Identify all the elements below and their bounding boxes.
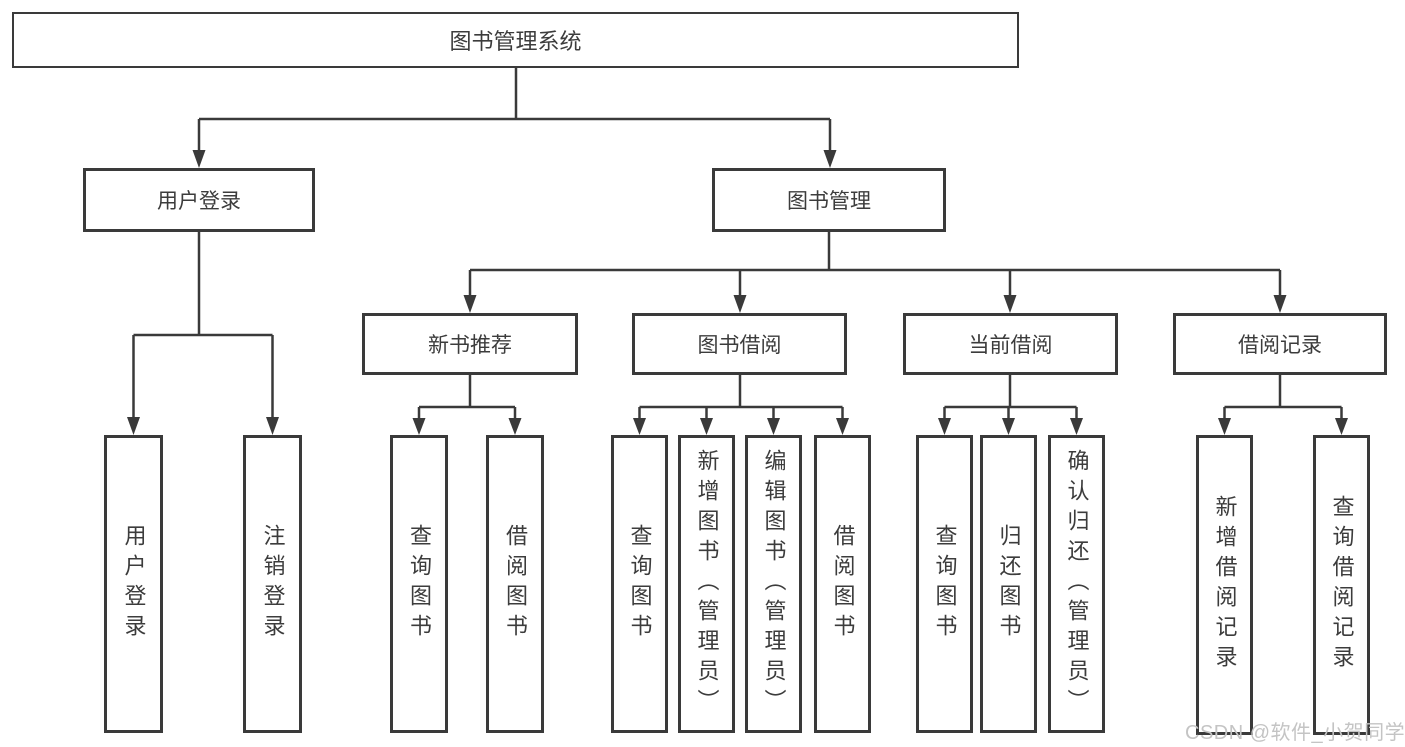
leaf-label: 查询图书 — [932, 524, 958, 644]
node-library-management-system: 图书管理系统 — [12, 12, 1019, 68]
leaf-label: 编辑图书（管理员） — [761, 449, 787, 719]
leaf-label: 确认归还（管理员） — [1064, 449, 1090, 719]
node-user-login: 用户登录 — [83, 168, 315, 232]
node-borrowing-records: 借阅记录 — [1173, 313, 1387, 375]
leaf-query-books-recommend: 查询图书 — [390, 435, 448, 733]
node-label: 当前借阅 — [968, 334, 1053, 357]
node-label: 新书推荐 — [428, 334, 512, 357]
csdn-watermark: CSDN @软件_小贺同学 — [1185, 722, 1405, 744]
node-new-book-recommendation: 新书推荐 — [362, 313, 578, 375]
leaf-edit-books-admin: 编辑图书（管理员） — [745, 435, 802, 733]
leaf-borrow-books: 借阅图书 — [814, 435, 871, 733]
leaf-label: 用户登录 — [121, 524, 147, 644]
leaf-label: 借阅图书 — [830, 524, 856, 644]
leaf-user-login: 用户登录 — [104, 435, 163, 733]
leaf-label: 查询图书 — [627, 524, 653, 644]
node-label: 用户登录 — [157, 190, 241, 213]
node-label: 图书管理系统 — [449, 29, 582, 54]
leaf-return-books: 归还图书 — [980, 435, 1037, 733]
leaf-query-borrow-record: 查询借阅记录 — [1313, 435, 1370, 735]
node-book-management: 图书管理 — [712, 168, 946, 232]
leaf-query-books-borrowing: 查询图书 — [611, 435, 668, 733]
leaf-borrow-books-recommend: 借阅图书 — [486, 435, 544, 733]
node-book-borrowing: 图书借阅 — [632, 313, 847, 375]
leaf-query-books-current: 查询图书 — [916, 435, 973, 733]
leaf-label: 借阅图书 — [503, 524, 528, 644]
leaf-add-books-admin: 新增图书（管理员） — [678, 435, 735, 733]
leaf-confirm-return-admin: 确认归还（管理员） — [1048, 435, 1105, 733]
leaf-label: 查询图书 — [407, 524, 432, 644]
leaf-logout: 注销登录 — [243, 435, 302, 733]
leaf-label: 新增借阅记录 — [1212, 495, 1238, 675]
leaf-add-borrow-record: 新增借阅记录 — [1196, 435, 1253, 735]
node-current-borrowing: 当前借阅 — [903, 313, 1118, 375]
leaf-label: 归还图书 — [996, 524, 1022, 644]
node-label: 图书借阅 — [697, 334, 782, 357]
node-label: 借阅记录 — [1238, 334, 1322, 357]
leaf-label: 注销登录 — [260, 524, 286, 644]
leaf-label: 查询借阅记录 — [1329, 495, 1355, 675]
leaf-label: 新增图书（管理员） — [694, 449, 720, 719]
node-label: 图书管理 — [787, 190, 871, 213]
